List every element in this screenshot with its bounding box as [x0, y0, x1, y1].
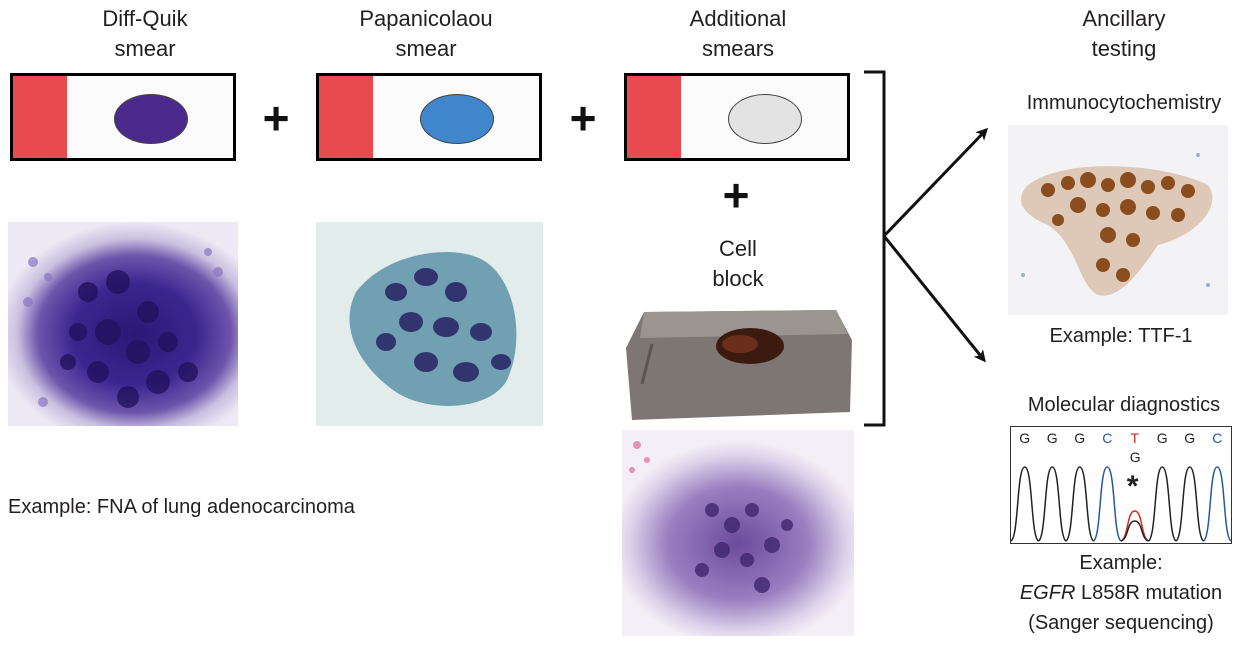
frosted-end	[319, 76, 373, 158]
ttf1-micrograph	[1008, 125, 1228, 315]
papanicolaou-heading-line1: Papanicolaou	[359, 6, 493, 31]
pap-cells	[349, 252, 517, 406]
mutation-text: L858R mutation	[1075, 582, 1223, 604]
arrow-to-immunocytochemistry	[882, 127, 989, 238]
mutation-name: EGFR L858R mutation	[1010, 578, 1232, 608]
sequencing-method: (Sanger sequencing)	[1028, 612, 1214, 634]
ttf1-stained-nuclei	[1020, 153, 1213, 296]
additional-heading-line2: smears	[701, 36, 775, 61]
cell-block-line2: block	[712, 266, 764, 291]
papanicolaou-micrograph	[316, 222, 543, 426]
pap-stain-spot	[420, 94, 494, 144]
base-call-7: C	[1212, 430, 1223, 446]
chromatogram-peak-5	[1147, 466, 1177, 542]
frosted-end	[627, 76, 681, 158]
grouping-bracket	[864, 70, 886, 427]
diff-quik-micrograph	[8, 222, 238, 426]
cell-block-line1: Cell	[719, 236, 757, 261]
diff-quik-slide	[10, 73, 236, 161]
chromatogram-peak-1	[1037, 466, 1067, 542]
plus-sign-2: +	[569, 92, 597, 144]
diff-quik-heading-line1: Diff-Quik	[102, 6, 188, 31]
chromatogram-peak-7	[1202, 466, 1231, 542]
base-call-4: T	[1130, 430, 1140, 446]
base-call-6: G	[1184, 430, 1196, 446]
additional-heading-line1: Additional	[689, 6, 787, 31]
plus-sign-3: +	[722, 169, 750, 221]
additional-slide	[624, 73, 850, 161]
base-call-5: G	[1156, 430, 1168, 446]
ancillary-heading-line2: testing	[1091, 36, 1157, 61]
chromatogram-peak-0	[1011, 466, 1040, 542]
chromatogram-peak-3	[1092, 466, 1122, 542]
base-call-2: G	[1074, 430, 1086, 446]
mutation-example-caption: Example: EGFR L858R mutation (Sanger seq…	[1010, 548, 1232, 638]
ancillary-heading-line1: Ancillary	[1082, 6, 1166, 31]
diff-quik-heading: Diff-Quik smear	[50, 4, 240, 64]
papanicolaou-slide	[316, 73, 542, 161]
cell-block-heading: Cell block	[688, 234, 788, 294]
chromatogram-peak-6	[1175, 466, 1205, 542]
unstained-spot	[728, 94, 802, 144]
arrow-to-molecular-diagnostics	[882, 235, 986, 363]
diff-quik-stain-spot	[114, 94, 188, 144]
chromatogram-mutant-peak	[1120, 520, 1149, 542]
chromatogram-peak-4	[1120, 510, 1150, 542]
ttf1-example-caption: Example: TTF-1	[1049, 325, 1193, 347]
papanicolaou-heading-line2: smear	[395, 36, 457, 61]
mutation-asterisk: *	[1126, 470, 1139, 503]
cell-block-cassette	[626, 310, 852, 420]
additional-smears-heading: Additional smears	[638, 4, 838, 64]
ancillary-testing-heading: Ancillary testing	[1024, 4, 1224, 64]
cell-block-photo	[622, 304, 854, 426]
diff-quik-heading-line2: smear	[114, 36, 176, 61]
mutation-example-label: Example:	[1079, 552, 1163, 574]
example-fna-caption: Example: FNA of lung adenocarcinoma	[8, 496, 355, 518]
plus-sign-1: +	[262, 92, 290, 144]
base-call-3: C	[1102, 430, 1113, 446]
diff-quik-cells	[23, 248, 223, 408]
gene-name: EGFR	[1019, 582, 1076, 604]
molecular-diagnostics-title: Molecular diagnostics	[1027, 394, 1221, 416]
base-call-0: G	[1019, 430, 1031, 446]
cell-block-cells	[629, 441, 793, 593]
mutant-base-call: G	[1129, 449, 1141, 465]
frosted-end	[13, 76, 67, 158]
immunocytochemistry-title: Immunocytochemistry	[1026, 92, 1222, 114]
chromatogram-peak-2	[1065, 466, 1095, 542]
cell-block-micrograph	[622, 430, 854, 636]
chromatogram-peaks	[1011, 466, 1231, 542]
papanicolaou-heading: Papanicolaou smear	[326, 4, 526, 64]
base-call-1: G	[1046, 430, 1058, 446]
